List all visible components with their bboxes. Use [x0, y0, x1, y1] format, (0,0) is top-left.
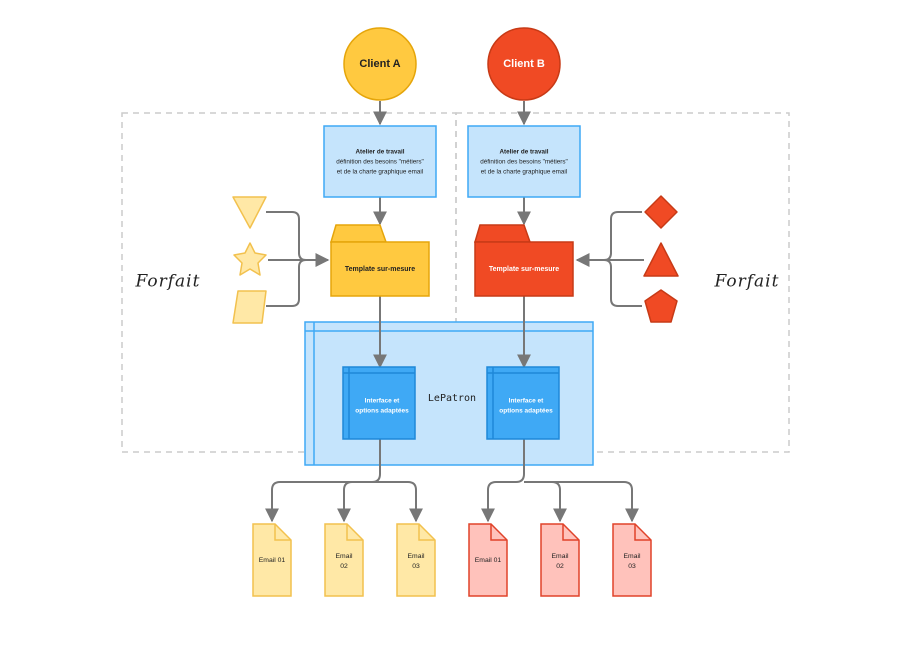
package-frame-b: [455, 112, 790, 453]
client-b-label: Client B: [503, 58, 545, 70]
doc-fold: [274, 524, 291, 541]
doc-fold: [490, 524, 507, 541]
workshop-a-line1: définition des besoins "métiers": [336, 159, 423, 166]
parallelogram-icon: [232, 290, 267, 324]
interface-b-line1: Interface et: [509, 398, 545, 405]
workshop-a-line2: et de la charte graphique email: [337, 169, 423, 176]
package-frame-a: [121, 112, 457, 453]
email-b2-label1: Email: [552, 553, 569, 560]
platform-label: LePatron: [428, 393, 476, 404]
workshop-a-title: Atelier de travail: [356, 149, 405, 156]
doc-fold: [418, 524, 435, 541]
workshop-b-line2: et de la charte graphique email: [481, 169, 567, 176]
interface-box-a: [342, 366, 416, 440]
template-folder-b: [473, 224, 574, 297]
triangle-up-icon: [643, 242, 679, 277]
email-a2-label1: Email: [336, 553, 353, 560]
client-a-label: Client A: [359, 58, 400, 70]
connectors: [265, 101, 644, 523]
doc-fold: [346, 524, 363, 541]
template-a-label: Template sur-mesure: [345, 266, 415, 273]
template-folder-a: [329, 224, 430, 297]
email-b1-label: Email 01: [475, 557, 502, 564]
email-doc-b3: [612, 523, 652, 597]
workshop-box-b: [467, 125, 581, 198]
package-label-right: Forfait: [714, 272, 780, 292]
email-b3-label1: Email: [624, 553, 641, 560]
email-doc-b1: [468, 523, 508, 597]
workshop-box-a: [323, 125, 437, 198]
triangle-down-icon: [232, 196, 267, 229]
workshop-b-line1: définition des besoins "métiers": [480, 159, 567, 166]
interface-b-line2: options adaptées: [499, 408, 553, 415]
email-a3-label2: 03: [412, 563, 420, 570]
email-a2-label2: 02: [340, 563, 348, 570]
interface-box-b: [486, 366, 560, 440]
client-b-node: [487, 27, 561, 101]
email-doc-a1: [252, 523, 292, 597]
package-label-left: Forfait: [135, 272, 201, 292]
email-a3-label1: Email: [408, 553, 425, 560]
doc-fold: [562, 524, 579, 541]
star-icon: [233, 242, 267, 276]
template-b-label: Template sur-mesure: [489, 266, 559, 273]
email-b2-label2: 02: [556, 563, 564, 570]
client-a-node: [343, 27, 417, 101]
workshop-b-title: Atelier de travail: [500, 149, 549, 156]
pentagon-icon: [644, 289, 678, 323]
email-doc-a3: [396, 523, 436, 597]
doc-fold: [634, 524, 651, 541]
interface-a-line1: Interface et: [365, 398, 401, 405]
interface-a-line2: options adaptées: [355, 408, 409, 415]
email-a1-label: Email 01: [259, 557, 286, 564]
email-doc-a2: [324, 523, 364, 597]
email-doc-b2: [540, 523, 580, 597]
email-b3-label2: 03: [628, 563, 636, 570]
diamond-icon: [644, 195, 678, 229]
